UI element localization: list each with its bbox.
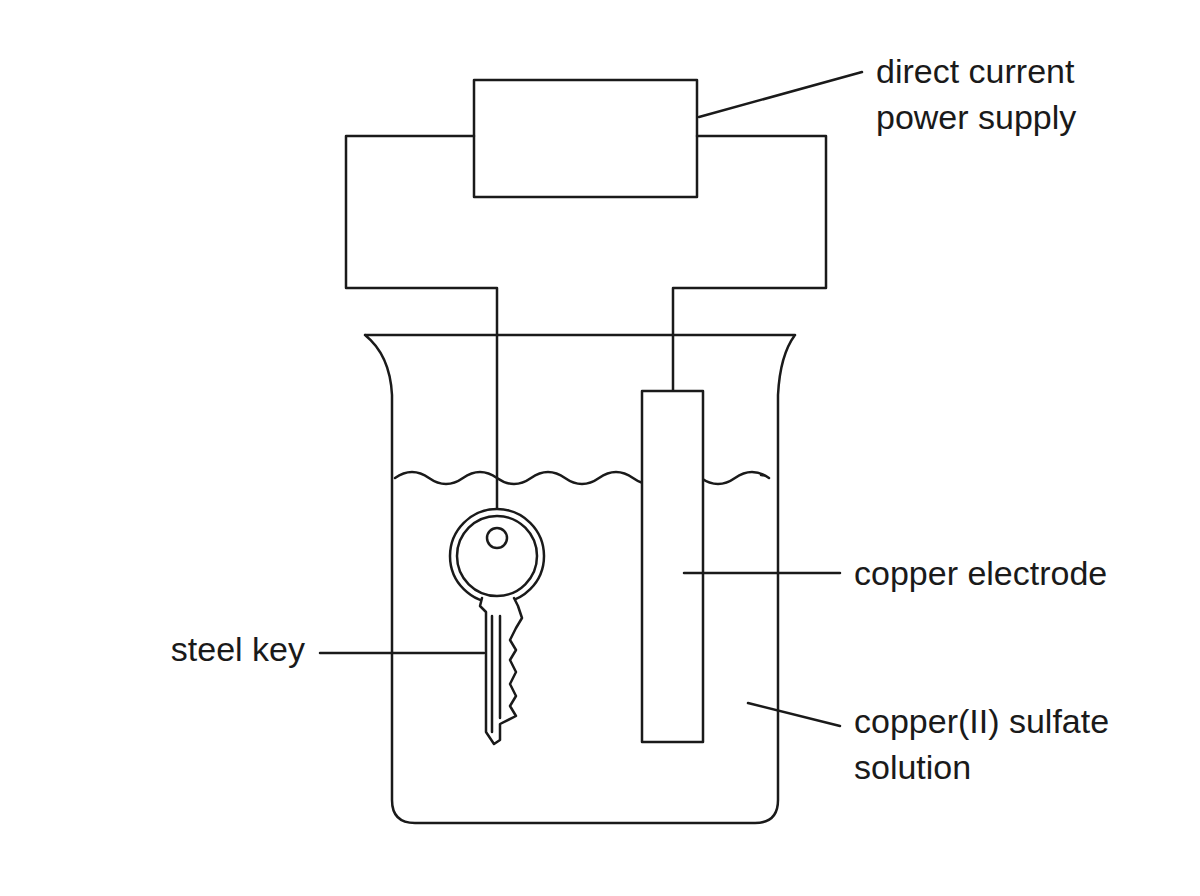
- copper-electrode: [642, 391, 703, 742]
- wire: [346, 136, 497, 510]
- leader-line: [748, 703, 840, 726]
- leader-line: [320, 652, 484, 655]
- part-label: copper electrode: [854, 550, 1107, 596]
- part-label: copper(II) sulfate solution: [854, 698, 1174, 790]
- leader-line: [684, 572, 840, 575]
- part-label: direct current power supply: [876, 48, 1146, 140]
- power-supply-box: [474, 80, 697, 197]
- steel-key: [450, 509, 544, 744]
- solution-surface: [395, 472, 769, 484]
- wire: [673, 136, 826, 391]
- part-label: steel key: [171, 626, 305, 672]
- beaker: [365, 335, 795, 823]
- leader-line: [699, 72, 862, 117]
